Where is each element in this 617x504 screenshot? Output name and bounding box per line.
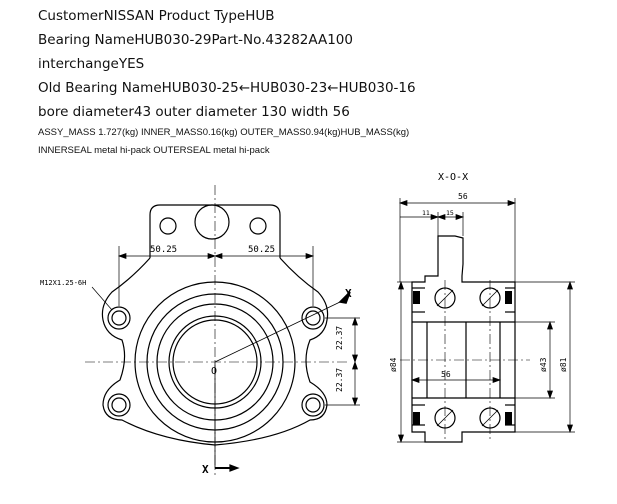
section-dim-outer-dia: ø84 (389, 357, 398, 372)
section-dim-inner-width: 56 (441, 370, 451, 379)
spec-dimensions: bore diameter43 outer diameter 130 width… (38, 104, 350, 120)
section-dim-bore: ø43 (539, 357, 548, 372)
thread-label: M12X1.25-6H (40, 279, 86, 287)
section-line (214, 291, 351, 472)
spec-masses: ASSY_MASS 1.727(kg) INNER_MASS0.16(kg) O… (38, 127, 410, 138)
section-mark-bottom: X (202, 463, 209, 476)
bolt-hole-upper-left (107, 306, 131, 330)
section-mark-top: X (345, 287, 352, 300)
tab-hole-right (249, 217, 267, 235)
front-view-centerlines (85, 185, 350, 475)
section-dim-lines (397, 198, 575, 444)
spec-customer-product-type: CustomerNISSAN Product TypeHUB (38, 8, 275, 24)
section-title: X-O-X (438, 172, 468, 183)
tab-hole-center (194, 204, 230, 240)
spec-old-bearing-name: Old Bearing NameHUB030-25←HUB030-23←HUB0… (38, 80, 416, 96)
dim-label-22-37-upper: 22.37 (335, 326, 344, 350)
dim-label-22-37-lower: 22.37 (335, 368, 344, 392)
section-dim-width: 56 (458, 192, 468, 201)
section-dim-dia-81: ø81 (559, 357, 568, 372)
dim-label-50-25-left: 50.25 (150, 245, 177, 255)
seals (413, 291, 512, 425)
center-label: O (211, 366, 217, 377)
dim-label-50-25-right: 50.25 (248, 245, 275, 255)
dim-lines-50-25 (117, 246, 315, 306)
section-view (411, 235, 516, 443)
thread-leader (91, 286, 113, 311)
bolt-hole-upper-right (301, 306, 325, 330)
section-dim-l1: 11 (422, 209, 430, 217)
spec-interchange: interchangeYES (38, 56, 145, 72)
section-dim-l2: 15 (446, 209, 454, 217)
section-view-centerlines (400, 280, 530, 440)
dim-lines-22-37 (325, 316, 360, 407)
spec-bearing-name-part-no: Bearing NameHUB030-29Part-No.43282AA100 (38, 32, 353, 48)
spec-seals: INNERSEAL metal hi-pack OUTERSEAL metal … (38, 145, 270, 156)
bolt-hole-lower-left (107, 393, 131, 417)
tab-hole-left (159, 217, 177, 235)
bolt-hole-lower-right (301, 393, 325, 417)
